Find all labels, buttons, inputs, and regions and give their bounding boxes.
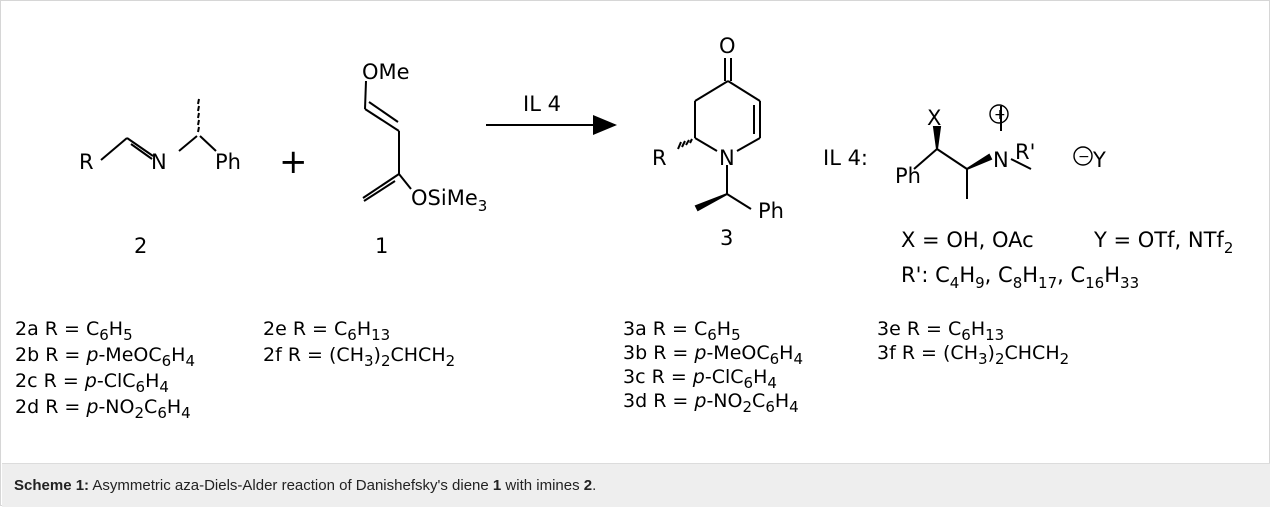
imine-list-2b: 2b R = p-MeOC6H4 — [15, 344, 195, 370]
caption-label: Scheme 1: — [14, 477, 90, 494]
product-list-3b: 3b R = p-MeOC6H4 — [623, 342, 803, 368]
caption-compound-1: 1 — [492, 477, 502, 494]
imine-list-2a: 2a R = C6H5 — [15, 318, 133, 344]
catalyst-y-label: Y — [1092, 148, 1106, 172]
product-o-label: O — [719, 34, 736, 58]
imine-structure — [100, 98, 217, 161]
imine-r-label: R — [79, 150, 94, 174]
product-structure — [677, 58, 761, 212]
plus-sign: + — [279, 142, 308, 182]
arrow-condition-label: IL 4 — [523, 92, 561, 116]
catalyst-ph-label: Ph — [895, 164, 921, 188]
diene-ome-label: OMe — [362, 60, 410, 84]
catalyst-x-label: X — [927, 106, 941, 130]
product-list-3f: 3f R = (CH3)2CHCH2 — [877, 342, 1069, 368]
diene-osime3-label: OSiMe3 — [411, 186, 487, 215]
imine-list-2d: 2d R = p-NO2C6H4 — [15, 396, 191, 422]
product-r-label: R — [652, 146, 667, 170]
product-compound-number: 3 — [720, 226, 733, 250]
diene-structure — [362, 80, 412, 202]
negative-charge-icon — [1073, 146, 1093, 166]
diene-compound-number: 1 — [375, 234, 388, 258]
catalyst-x-definition: X = OH, OAc — [901, 228, 1034, 252]
caption-bar: Scheme 1: Asymmetric aza-Diels-Alder rea… — [2, 463, 1270, 507]
imine-ph-label: Ph — [215, 150, 241, 174]
imine-compound-number: 2 — [134, 234, 147, 258]
catalyst-n-label: N — [993, 148, 1009, 172]
catalyst-y-definition: Y = OTf, NTf2 — [1093, 228, 1233, 257]
product-list-3e: 3e R = C6H13 — [877, 318, 1004, 344]
catalyst-structure — [913, 106, 1032, 199]
product-list-3a: 3a R = C6H5 — [623, 318, 741, 344]
caption-text-3: . — [592, 477, 597, 494]
catalyst-rprime-label: R' — [1015, 140, 1035, 164]
catalyst-r-definition: R': C4H9, C8H17, C16H33 — [901, 263, 1139, 292]
imine-list-2c: 2c R = p-ClC6H4 — [15, 370, 169, 396]
reaction-scheme: R N Ph 2 + OMe OSiMe3 1 IL 4 O — [15, 34, 1233, 422]
catalyst-label: IL 4: — [823, 146, 868, 170]
product-list-3d: 3d R = p-NO2C6H4 — [623, 390, 799, 416]
caption-compound-2: 2 — [583, 477, 593, 494]
imine-list-2e: 2e R = C6H13 — [263, 318, 390, 344]
product-ph-label: Ph — [758, 199, 784, 223]
caption-text-1: Asymmetric aza-Diels-Alder reaction of D… — [89, 477, 493, 494]
positive-charge-symbol: + — [994, 107, 1006, 123]
imine-n-label: N — [151, 150, 167, 174]
caption-text-2: with imines — [501, 477, 584, 494]
product-n-label: N — [719, 146, 735, 170]
imine-list-2f: 2f R = (CH3)2CHCH2 — [263, 344, 455, 370]
negative-charge-symbol: − — [1078, 149, 1090, 165]
positive-charge-icon — [989, 104, 1009, 124]
scheme-caption: Scheme 1: Asymmetric aza-Diels-Alder rea… — [14, 477, 596, 494]
product-list-3c: 3c R = p-ClC6H4 — [623, 366, 777, 392]
